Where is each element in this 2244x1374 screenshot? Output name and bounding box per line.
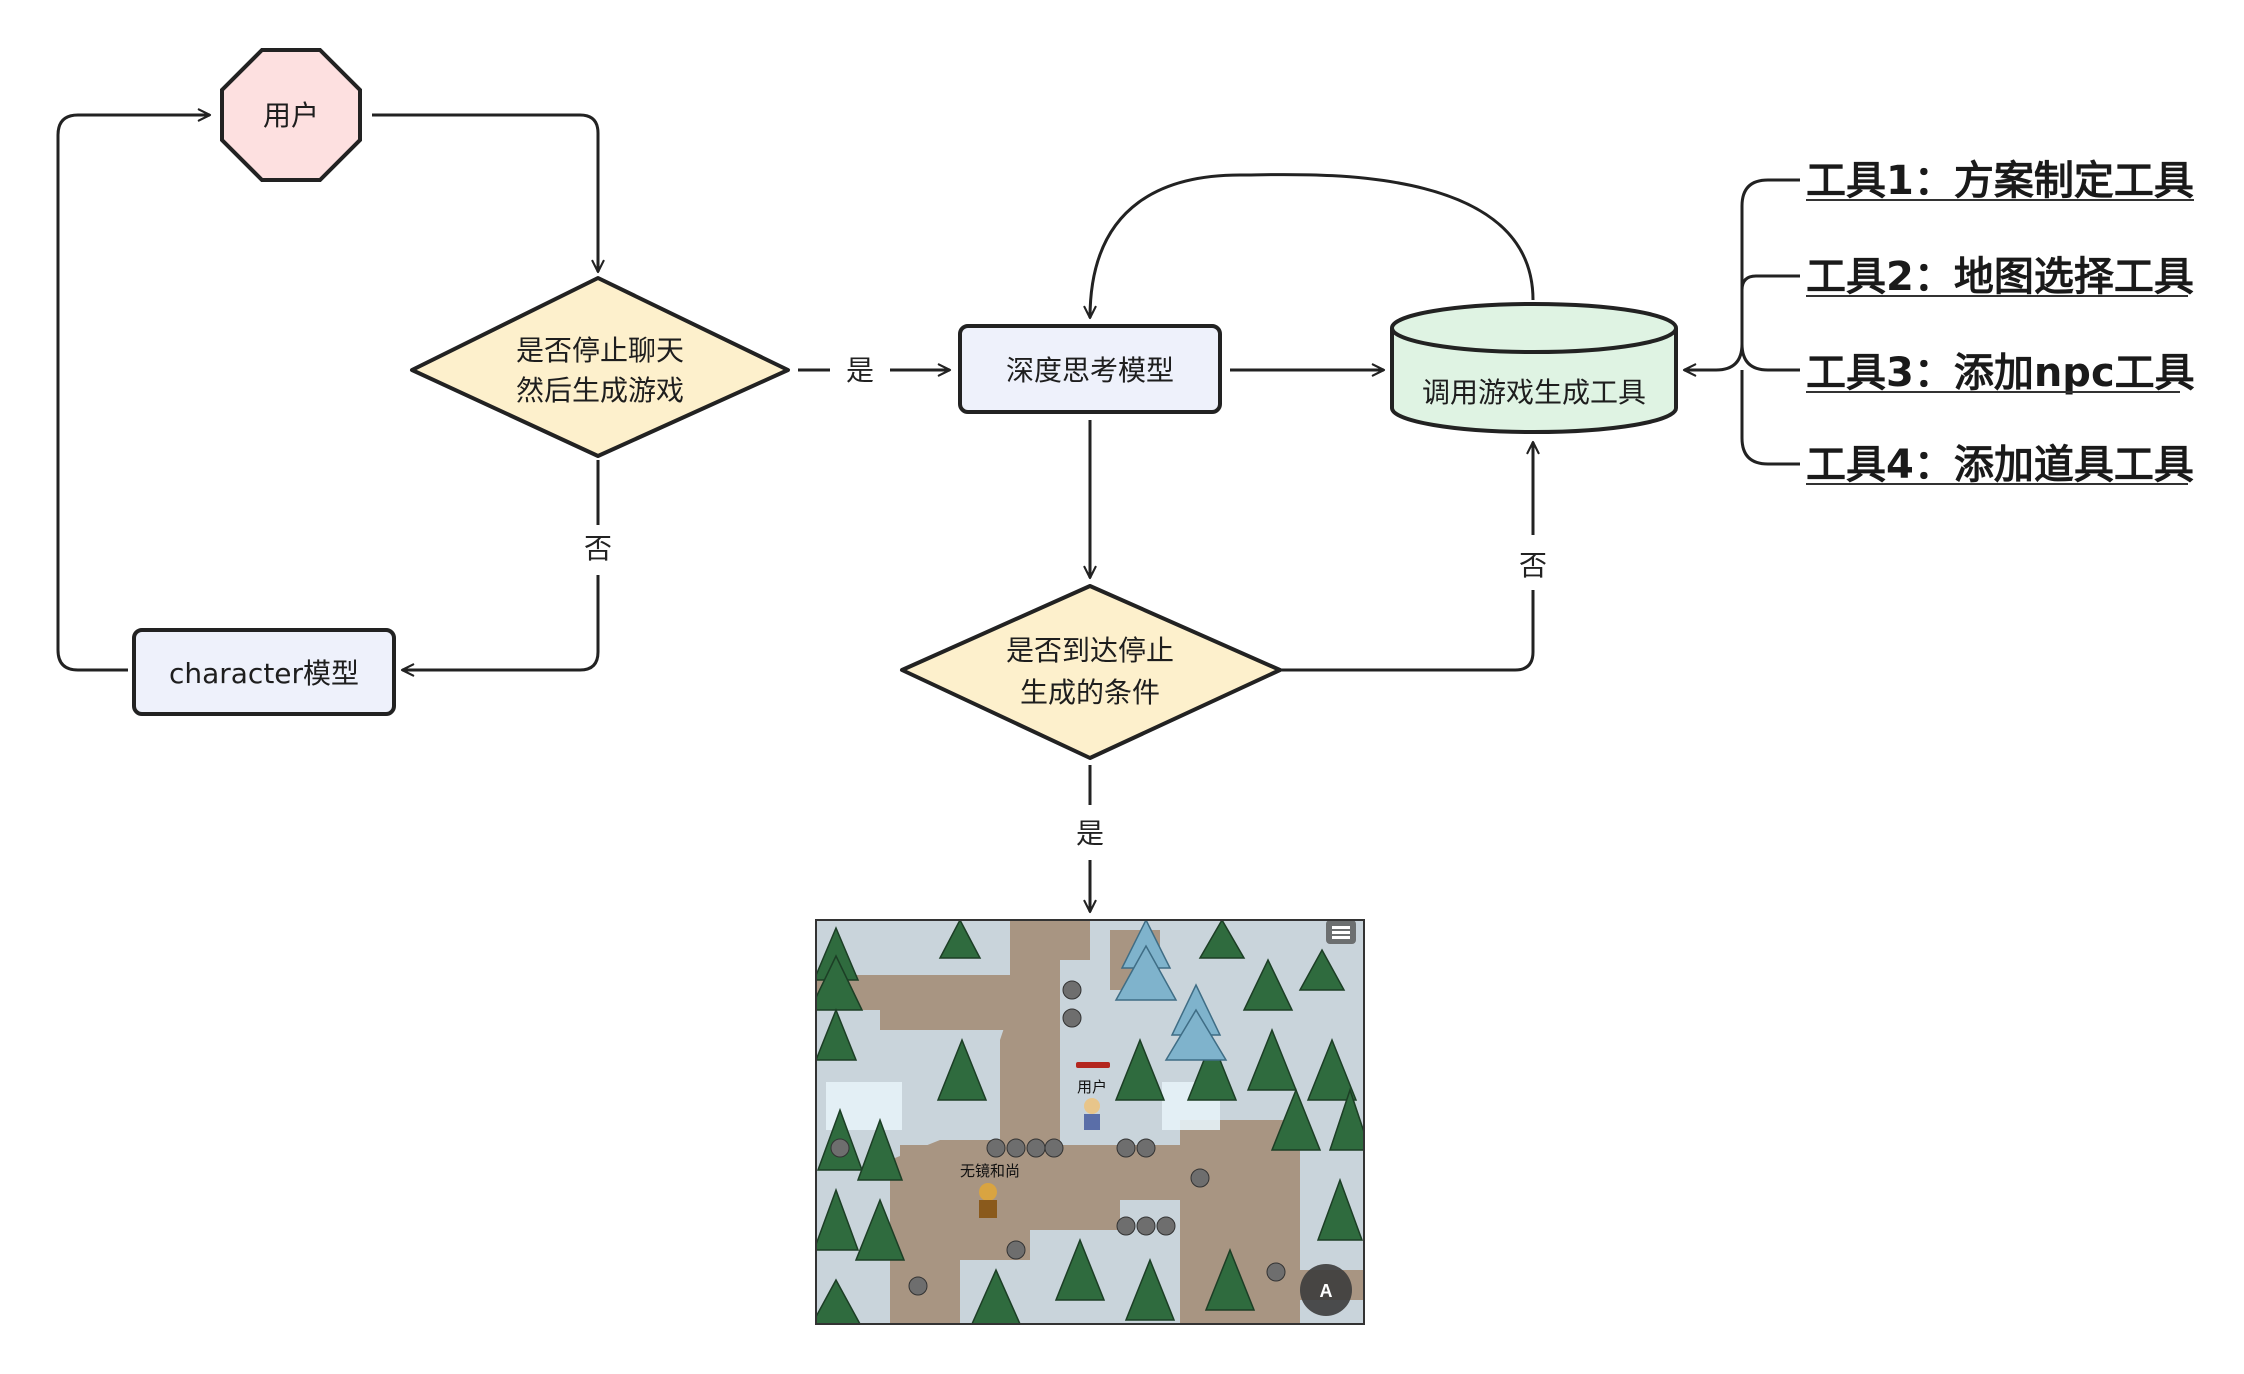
edge-label-yes: 是: [846, 354, 874, 387]
edge-user-to-decision: [372, 113, 605, 274]
node-user-label: 用户: [263, 99, 319, 132]
node-user: 用户: [220, 48, 362, 182]
node-decision-stop-chat-line2: 然后生成游戏: [516, 374, 684, 407]
node-deep-thinking-model: 深度思考模型: [958, 324, 1222, 414]
player-sprite: 用户: [1076, 1062, 1110, 1130]
node-decision-stop-chat-line1: 是否停止聊天: [516, 334, 684, 367]
node-deep-thinking-model-label: 深度思考模型: [1006, 354, 1174, 387]
menu-icon[interactable]: [1326, 920, 1356, 944]
game-preview: 用户 无镜和尚 A: [816, 920, 1364, 1324]
pine-trees: [816, 920, 1364, 1324]
npc-name: 无镜和尚: [960, 1162, 1020, 1180]
node-decision-stop-chat: 是否停止聊天 然后生成游戏: [410, 276, 790, 458]
node-character-model-label: character模型: [169, 657, 359, 690]
edge-label-no-2: 否: [1519, 549, 1547, 582]
tool-item-2: 工具2：地图选择工具: [1806, 254, 2194, 300]
edge-label-yes-2: 是: [1076, 817, 1104, 850]
node-character-model: character模型: [132, 628, 396, 716]
action-button-label: A: [1320, 1281, 1333, 1301]
tool-item-4: 工具4：添加道具工具: [1806, 442, 2194, 488]
edge-character-to-user: [56, 108, 212, 672]
edge-decision2-no: [1280, 442, 1533, 672]
player-name: 用户: [1077, 1078, 1107, 1096]
node-decision-stop-gen-line2: 生成的条件: [1020, 676, 1160, 709]
tools-bracket: [1686, 178, 1800, 466]
npc-sprite: 无镜和尚: [960, 1162, 1020, 1218]
node-decision-stop-gen-line1: 是否到达停止: [1006, 634, 1174, 667]
action-button[interactable]: A: [1300, 1264, 1352, 1316]
tools-list: 工具1：方案制定工具 工具2：地图选择工具 工具3：添加npc工具 工具4：添加…: [1806, 158, 2195, 488]
tool-item-1: 工具1：方案制定工具: [1806, 158, 2194, 204]
edge-tool-to-thinking: [1083, 173, 1535, 320]
node-call-game-tool: 调用游戏生成工具: [1390, 302, 1678, 434]
game-preview-frame: [815, 919, 1365, 1325]
edge-label-no: 否: [584, 532, 612, 565]
tool-item-3: 工具3：添加npc工具: [1806, 350, 2195, 396]
node-decision-stop-gen: 是否到达停止 生成的条件: [900, 584, 1282, 760]
edge-decision-no: [402, 460, 600, 670]
node-call-game-tool-label: 调用游戏生成工具: [1422, 376, 1646, 409]
